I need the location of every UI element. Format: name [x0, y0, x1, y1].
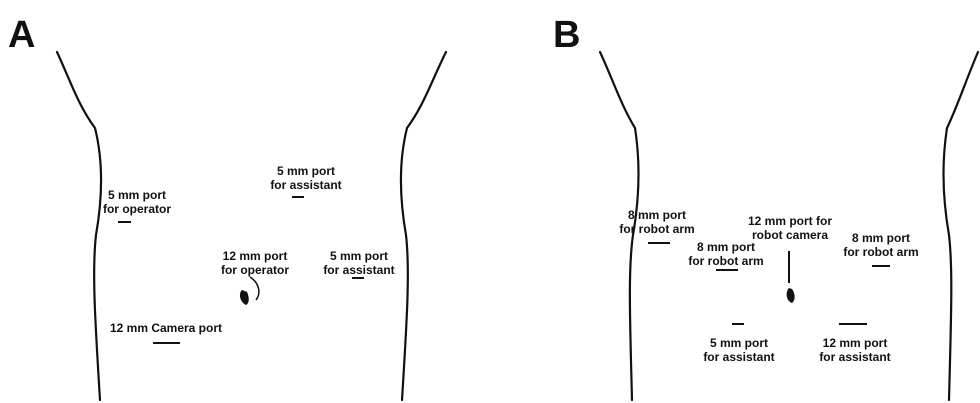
- label-line: 5 mm port: [97, 188, 177, 202]
- label-line: for assistant: [316, 263, 402, 277]
- panel-b-label-5mm-assistant: 5 mm port for assistant: [694, 336, 784, 364]
- label-line: for assistant: [694, 350, 784, 364]
- label-line: 12 mm Camera port: [101, 321, 231, 335]
- label-line: 5 mm port: [694, 336, 784, 350]
- label-line: for robot arm: [836, 245, 926, 259]
- panel-a-letter: A: [8, 16, 35, 54]
- label-line: for robot arm: [681, 254, 771, 268]
- panel-a-label-12mm-operator: 12 mm port for operator: [215, 249, 295, 277]
- panel-a-torso-left-outline: [57, 52, 101, 400]
- panel-b-instrument-icon: [787, 288, 795, 303]
- label-line: for robot arm: [612, 222, 702, 236]
- label-line: for operator: [215, 263, 295, 277]
- label-line: 8 mm port: [612, 208, 702, 222]
- label-line: for operator: [97, 202, 177, 216]
- label-line: 8 mm port: [681, 240, 771, 254]
- label-line: 12 mm port for: [740, 214, 840, 228]
- label-line: for assistant: [263, 178, 349, 192]
- panel-b-label-12mm-robot-camera: 12 mm port for robot camera: [740, 214, 840, 242]
- panel-b-letter: B: [553, 16, 580, 54]
- label-line: robot camera: [740, 228, 840, 242]
- panel-a-label-12mm-camera: 12 mm Camera port: [101, 321, 231, 335]
- panel-a-label-5mm-assistant-top: 5 mm port for assistant: [263, 164, 349, 192]
- panel-b-label-8mm-robot-arm-right: 8 mm port for robot arm: [836, 231, 926, 259]
- panel-b-label-8mm-robot-arm-mid: 8 mm port for robot arm: [681, 240, 771, 268]
- label-line: 12 mm port: [215, 249, 295, 263]
- label-line: 8 mm port: [836, 231, 926, 245]
- panel-a-torso-right-outline: [401, 52, 446, 400]
- label-line: 12 mm port: [810, 336, 900, 350]
- panel-a-label-5mm-assistant-right: 5 mm port for assistant: [316, 249, 402, 277]
- label-line: for assistant: [810, 350, 900, 364]
- panel-a-instrument-icon: [240, 277, 259, 305]
- panel-b-label-8mm-robot-arm-left: 8 mm port for robot arm: [612, 208, 702, 236]
- panel-b-label-12mm-assistant: 12 mm port for assistant: [810, 336, 900, 364]
- panel-b-torso-right-outline: [943, 52, 978, 400]
- panel-a-label-5mm-operator: 5 mm port for operator: [97, 188, 177, 216]
- label-line: 5 mm port: [316, 249, 402, 263]
- label-line: 5 mm port: [263, 164, 349, 178]
